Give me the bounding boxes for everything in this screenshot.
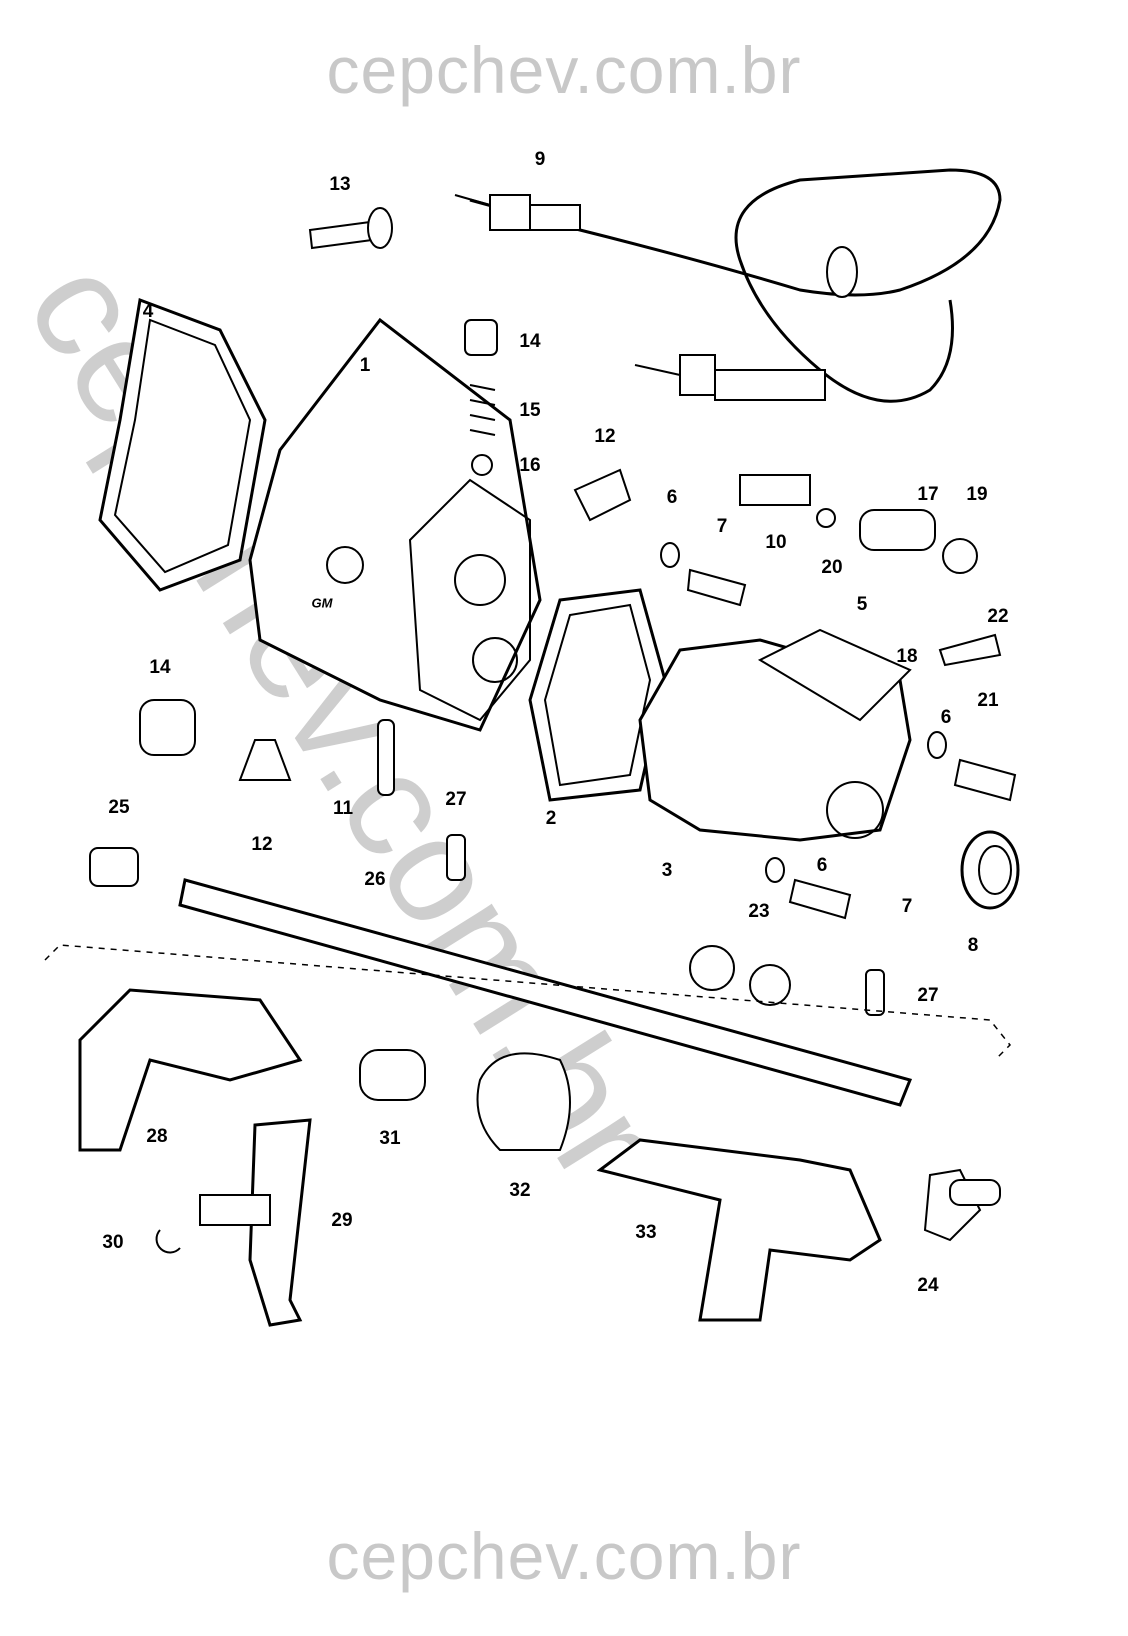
label-part-26: 26 [364,869,386,890]
speedometer-cable [454,168,1002,403]
label-part-19: 19 [966,484,988,505]
label-part-31: 31 [379,1128,401,1149]
label-part-14: 14 [149,657,171,678]
label-part-21: 21 [977,690,999,711]
label-part-9: 9 [534,149,546,170]
label-part-29: 29 [331,1210,353,1231]
label-part-5: 5 [856,594,868,615]
label-part-33: 33 [635,1222,657,1243]
label-part-17: 17 [917,484,939,505]
label-part-11: 11 [332,798,354,819]
label-part-7: 7 [716,516,728,537]
label-part-12: 12 [594,426,616,447]
label-part-30: 30 [102,1232,124,1253]
label-part-3: 3 [661,860,673,881]
label-part-32: 32 [509,1180,531,1201]
watermark-top: cepchev.com.br [326,33,802,107]
label-part-4: 4 [142,301,154,322]
label-part-23: 23 [748,901,770,922]
label-part-1: 1 [359,355,371,376]
label-part-7: 7 [901,896,913,917]
label-part-24: 24 [917,1275,939,1296]
label-part-6: 6 [940,707,952,728]
label-part-16: 16 [519,455,541,476]
label-part-20: 20 [821,557,843,578]
label-part-28: 28 [146,1126,168,1147]
label-part-10: 10 [765,532,787,553]
watermark-bottom: cepchev.com.br [326,1519,802,1593]
label-part-27: 27 [917,985,939,1006]
gm-stamp: GM [311,595,333,611]
label-part-13: 13 [329,174,351,195]
label-part-22: 22 [987,606,1009,627]
label-part-8: 8 [967,935,979,956]
label-part-15: 15 [519,400,541,421]
label-part-2: 2 [545,808,557,829]
label-part-18: 18 [896,646,918,667]
label-part-25: 25 [108,797,130,818]
label-part-6: 6 [816,855,828,876]
label-part-12: 12 [251,834,273,855]
label-part-27: 27 [445,789,467,810]
label-part-6: 6 [666,487,678,508]
label-part-14: 14 [519,331,541,352]
